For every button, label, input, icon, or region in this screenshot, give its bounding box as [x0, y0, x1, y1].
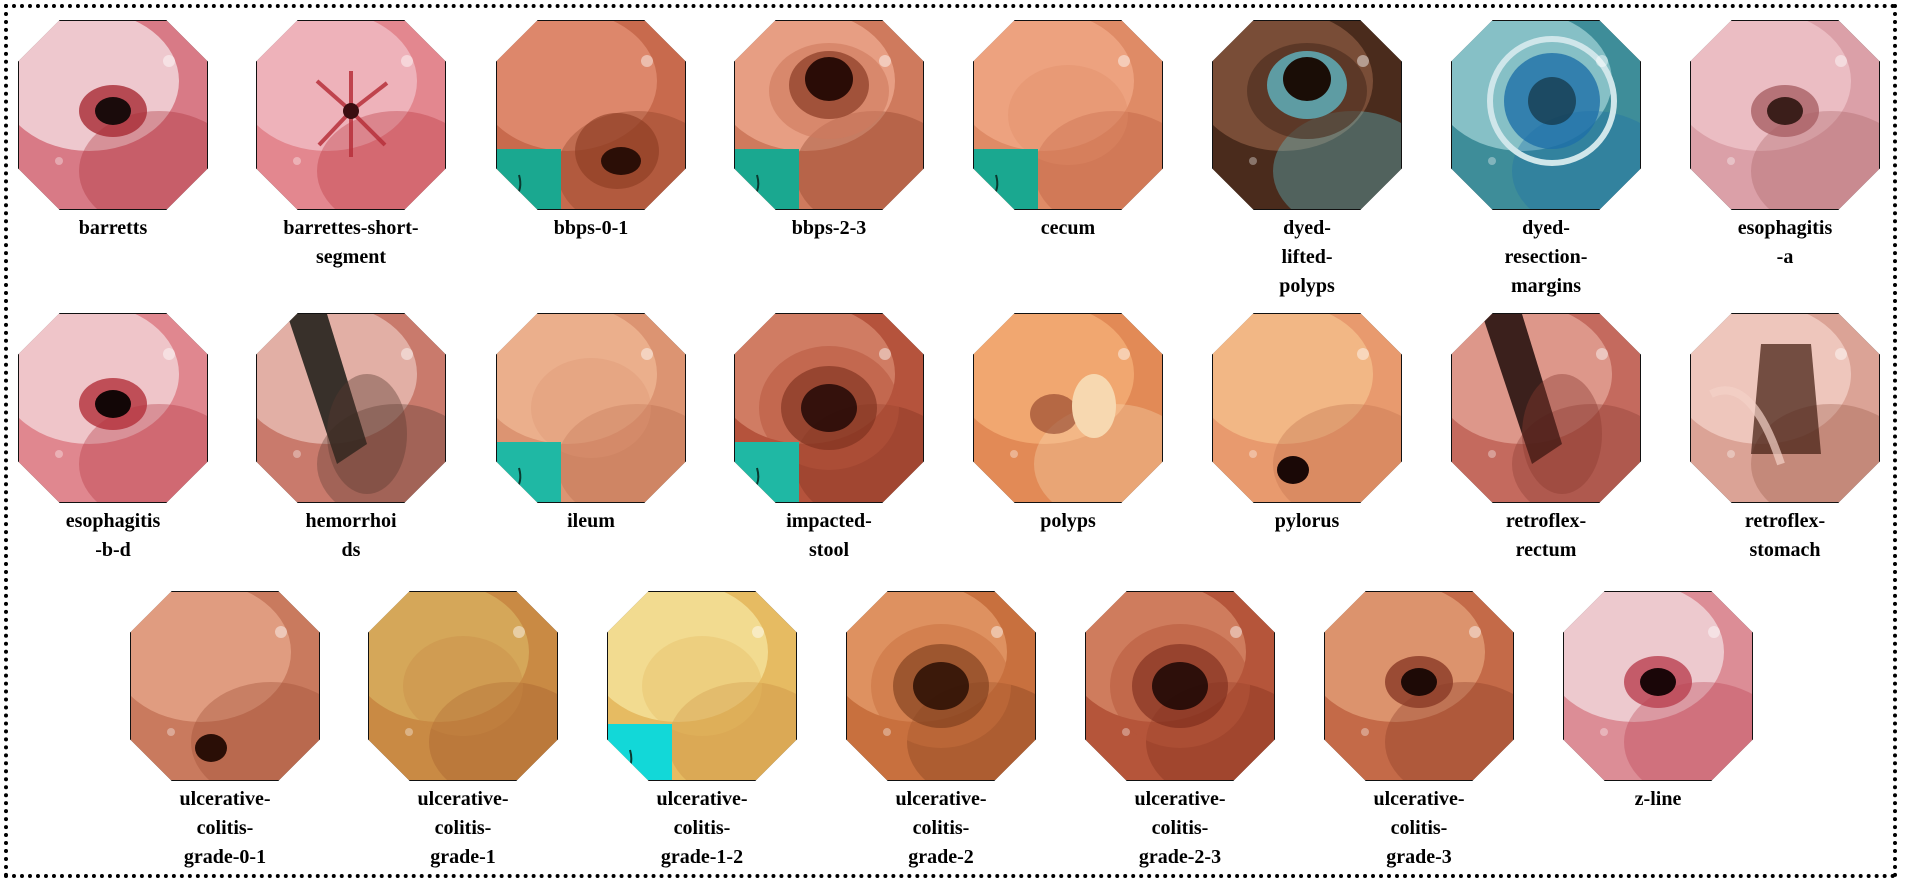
image-tile-pylorus: pylorus — [1212, 313, 1402, 536]
image-tile-retroflex-rectum: retroflex- rectum — [1451, 313, 1641, 565]
endoscopy-image — [734, 20, 924, 210]
image-label: impacted- stool — [786, 510, 872, 561]
endoscopy-image — [973, 20, 1163, 210]
image-label: esophagitis -b-d — [65, 510, 161, 561]
endoscopy-image — [496, 20, 686, 210]
image-label: ulcerative- colitis- grade-2-3 — [1134, 788, 1226, 868]
image-tile-retroflex-stomach: retroflex- stomach — [1690, 313, 1880, 565]
image-tile-barretts: barretts — [18, 20, 208, 243]
image-label: pylorus — [1274, 510, 1340, 532]
endoscopy-image — [1212, 313, 1402, 503]
image-label: ulcerative- colitis- grade-2 — [895, 788, 987, 868]
endoscopy-image — [1324, 591, 1514, 781]
endoscopy-image — [18, 313, 208, 503]
image-tile-bbps-2-3: bbps-2-3 — [734, 20, 924, 243]
image-tile-ulcerative-colitis-grade-2: ulcerative- colitis- grade-2 — [846, 591, 1036, 872]
endoscopy-image — [256, 313, 446, 503]
image-tile-esophagitis-a: esophagitis -a — [1690, 20, 1880, 272]
endoscopy-image — [1451, 20, 1641, 210]
image-label: ulcerative- colitis- grade-1 — [417, 788, 509, 868]
image-tile-ulcerative-colitis-grade-0-1: ulcerative- colitis- grade-0-1 — [130, 591, 320, 872]
image-label: bbps-2-3 — [791, 217, 867, 239]
image-tile-dyed-lifted-polyps: dyed- lifted- polyps — [1212, 20, 1402, 301]
endoscopy-image — [368, 591, 558, 781]
endoscopy-image — [1085, 591, 1275, 781]
image-tile-barrettes-short-segment: barrettes-short- segment — [256, 20, 446, 272]
endoscopy-image — [1212, 20, 1402, 210]
endoscopy-image — [1563, 591, 1753, 781]
image-tile-ileum: ileum — [496, 313, 686, 536]
image-label: cecum — [1040, 217, 1096, 239]
image-label: ulcerative- colitis- grade-0-1 — [179, 788, 271, 868]
image-tile-hemorrhoids: hemorrhoi ds — [256, 313, 446, 565]
image-tile-cecum: cecum — [973, 20, 1163, 243]
image-tile-impacted-stool: impacted- stool — [734, 313, 924, 565]
endoscopy-image — [607, 591, 797, 781]
image-label: bbps-0-1 — [553, 217, 629, 239]
endoscopy-image — [846, 591, 1036, 781]
image-label: hemorrhoi ds — [305, 510, 397, 561]
image-label: retroflex- rectum — [1505, 510, 1587, 561]
endoscopy-image — [130, 591, 320, 781]
image-tile-ulcerative-colitis-grade-1-2: ulcerative- colitis- grade-1-2 — [607, 591, 797, 872]
endoscopy-image — [256, 20, 446, 210]
image-label: barretts — [78, 217, 148, 239]
endoscopy-image — [1451, 313, 1641, 503]
image-label: dyed- lifted- polyps — [1279, 217, 1335, 297]
endoscopy-image — [1690, 20, 1880, 210]
image-tile-ulcerative-colitis-grade-3: ulcerative- colitis- grade-3 — [1324, 591, 1514, 872]
image-label: z-line — [1634, 788, 1682, 810]
image-tile-bbps-0-1: bbps-0-1 — [496, 20, 686, 243]
image-label: ulcerative- colitis- grade-3 — [1373, 788, 1465, 868]
endoscopy-image — [1690, 313, 1880, 503]
image-tile-esophagitis-b-d: esophagitis -b-d — [18, 313, 208, 565]
endoscopy-image — [496, 313, 686, 503]
image-label: ulcerative- colitis- grade-1-2 — [656, 788, 748, 868]
endoscopy-image — [18, 20, 208, 210]
image-tile-ulcerative-colitis-grade-1: ulcerative- colitis- grade-1 — [368, 591, 558, 872]
image-tile-polyps: polyps — [973, 313, 1163, 536]
image-label: barrettes-short- segment — [283, 217, 419, 268]
image-label: polyps — [1040, 510, 1096, 532]
image-tile-ulcerative-colitis-grade-2-3: ulcerative- colitis- grade-2-3 — [1085, 591, 1275, 872]
endoscopy-image — [734, 313, 924, 503]
image-label: ileum — [567, 510, 615, 532]
image-label: esophagitis -a — [1737, 217, 1833, 268]
image-tile-z-line: z-line — [1563, 591, 1753, 814]
image-label: retroflex- stomach — [1744, 510, 1826, 561]
image-tile-dyed-resection-margins: dyed- resection- margins — [1451, 20, 1641, 301]
endoscopy-image — [973, 313, 1163, 503]
image-label: dyed- resection- margins — [1504, 217, 1588, 297]
